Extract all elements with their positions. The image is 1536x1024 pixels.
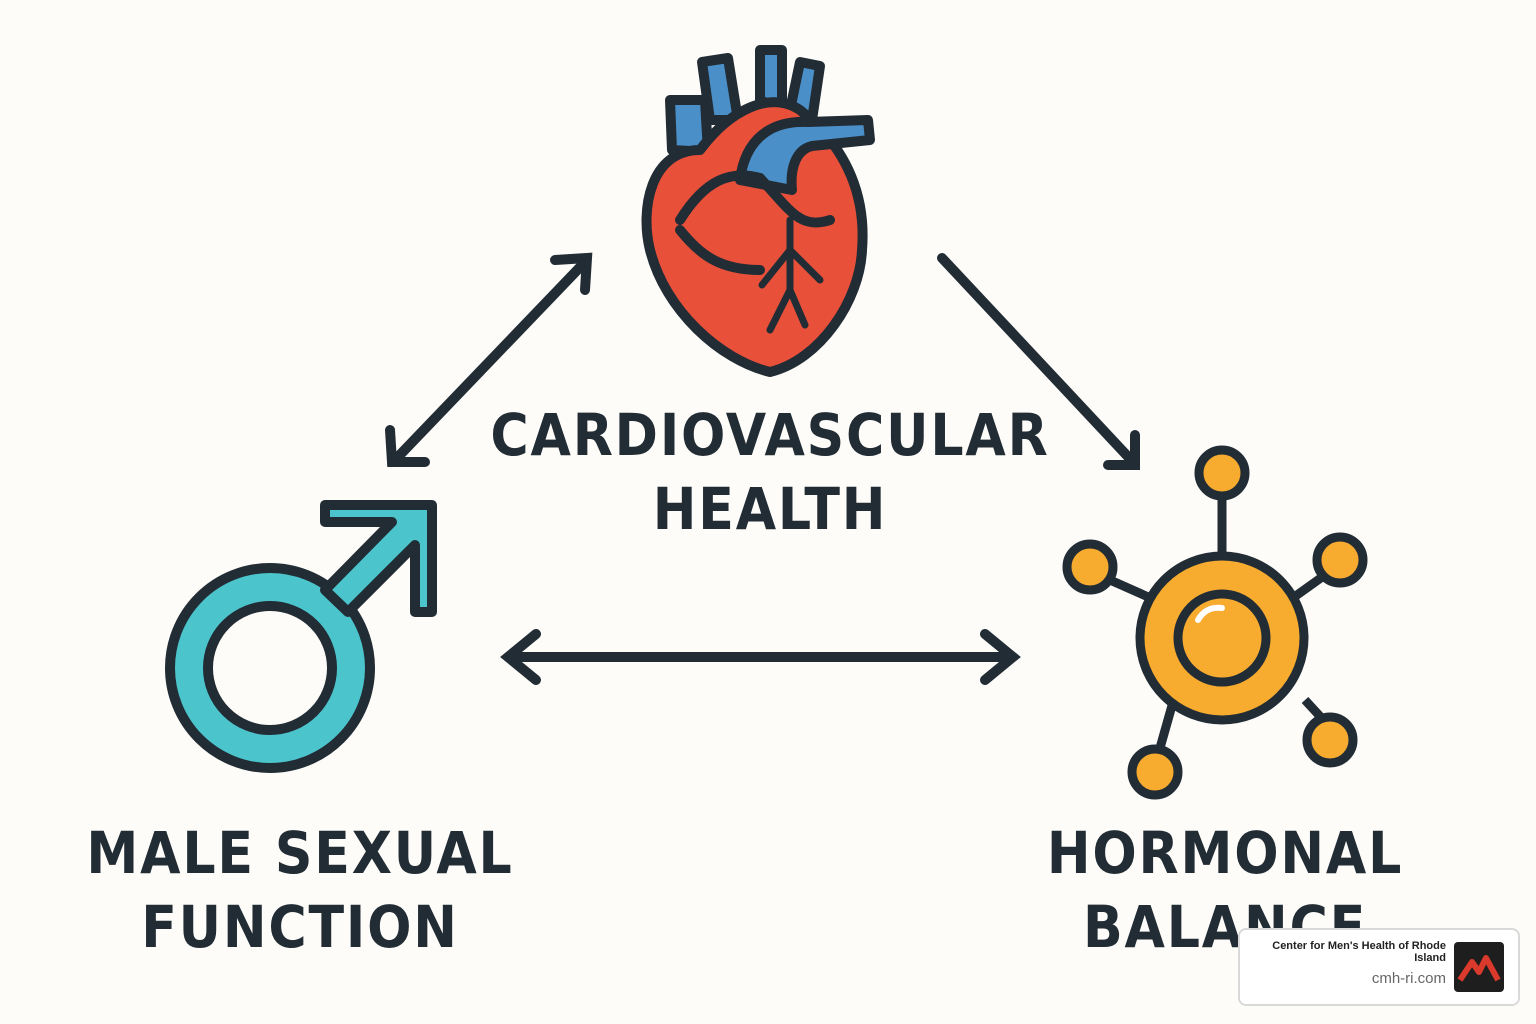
cardiovascular-label-line-2: HEALTH: [652, 475, 888, 543]
brand-card[interactable]: Center for Men's Health of Rhode Island …: [1238, 928, 1520, 1006]
arrow-cardio-male: [385, 252, 593, 467]
male-label-line-2: FUNCTION: [141, 893, 459, 961]
anatomical-heart-icon: [641, 45, 875, 377]
hormone-molecule-icon: [1062, 445, 1368, 800]
cardiovascular-health-label: CARDIOVASCULAR HEALTH: [464, 398, 1076, 546]
male-sexual-function-label: MALE SEXUAL FUNCTION: [48, 816, 552, 964]
arrow-male-hormone: [500, 629, 1021, 685]
brand-url[interactable]: cmh-ri.com: [1371, 970, 1446, 987]
arrow-cardio-hormone: [937, 253, 1140, 470]
male-label-line-1: MALE SEXUAL: [86, 819, 514, 887]
brand-name: Center for Men's Health of Rhode Island: [1272, 940, 1446, 964]
hormonal-label-line-1: HORMONAL: [1046, 819, 1404, 887]
brand-logo-icon: [1454, 942, 1504, 992]
cardiovascular-label-line-1: CARDIOVASCULAR: [490, 401, 1050, 469]
male-symbol-icon: [165, 500, 437, 773]
